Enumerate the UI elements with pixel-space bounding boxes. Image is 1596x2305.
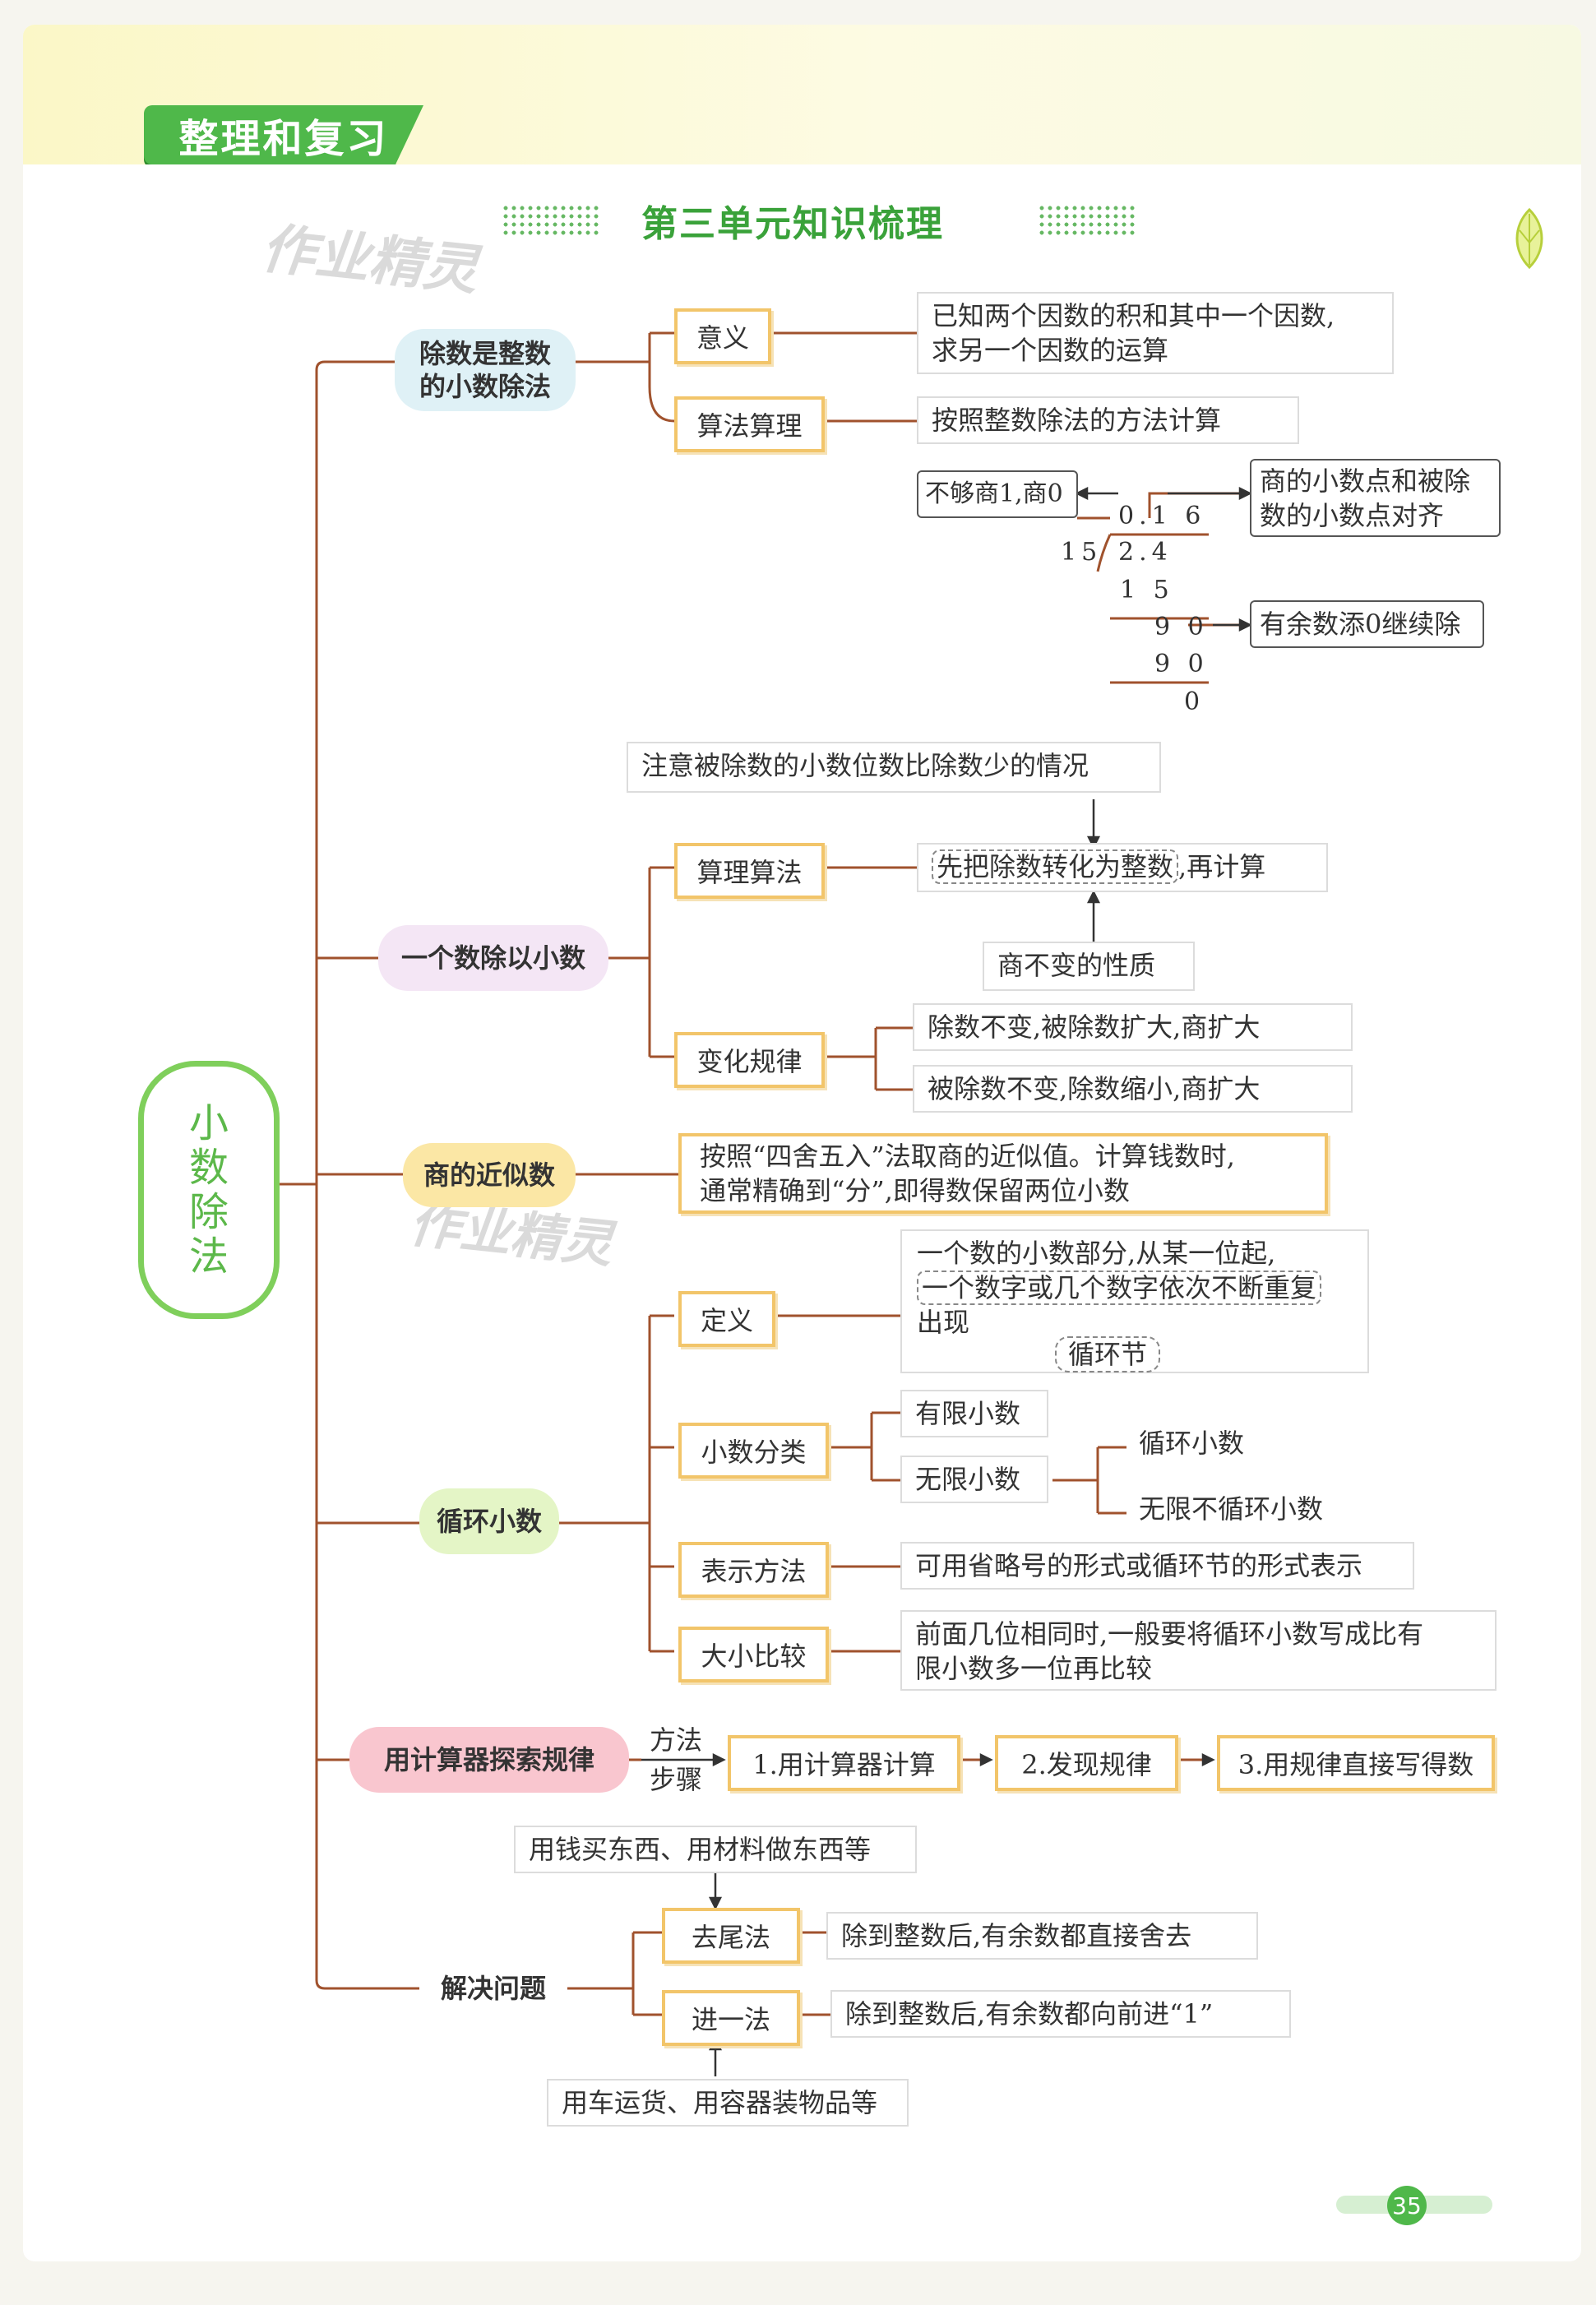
compare-text: 前面几位相同时,一般要将循环小数写成比有 限小数多一位再比较 [900, 1610, 1497, 1691]
node-rule: 变化规律 [674, 1032, 825, 1088]
notation-text: 可用省略号的形式或循环节的形式表示 [900, 1542, 1414, 1590]
division-quotient: 0.1 6 [1118, 500, 1205, 533]
compare-line: 限小数多一位再比较 [915, 1651, 1482, 1686]
node-ceil-method: 进一法 [662, 1990, 800, 2046]
cycle-section-label: 循环节 [1055, 1336, 1160, 1372]
approximate-text: 按照“四舍五入”法取商的近似值。计算钱数时, 通常精确到“分”,即得数保留两位小… [678, 1133, 1328, 1214]
note-decimal-align: 商的小数点和被除 数的小数点对齐 [1250, 459, 1501, 537]
property-note: 商不变的性质 [983, 942, 1195, 991]
method-steps-label: 方法 步骤 [650, 1720, 702, 1799]
node-compare: 大小比较 [678, 1627, 829, 1682]
note-quotient-zero: 不够商1,商0 [917, 470, 1078, 518]
definition-line: 一个数字或几个数字依次不断重复 [917, 1271, 1353, 1305]
page-number: 35 [1336, 2186, 1492, 2222]
rule-1: 除数不变,被除数扩大,商扩大 [913, 1003, 1353, 1051]
branch-label-line: 除数是整数 [419, 337, 551, 370]
division-dividend: 2.4 [1118, 536, 1173, 569]
root-char: 除 [189, 1190, 229, 1234]
approx-line: 通常精确到“分”,即得数保留两位小数 [700, 1173, 1130, 1208]
approx-line: 按照“四舍五入”法取商的近似值。计算钱数时, [700, 1139, 1235, 1173]
root-char: 法 [189, 1234, 229, 1279]
example-bottom: 用车运货、用容器装物品等 [547, 2079, 909, 2127]
root-char: 小 [189, 1101, 229, 1146]
node-method: 算法算理 [674, 396, 825, 452]
division-step: 9 0 [1154, 611, 1209, 644]
division-divisor: 15 [1061, 536, 1102, 569]
note-remainder: 有余数添0继续除 [1250, 600, 1484, 648]
method-steps-line: 方法 [650, 1720, 702, 1760]
ceil-text: 除到整数后,有余数都向前进“1” [830, 1990, 1291, 2038]
node-classification: 小数分类 [678, 1423, 829, 1479]
node-meaning: 意义 [674, 308, 771, 364]
floor-text: 除到整数后,有余数都直接舍去 [826, 1912, 1258, 1960]
branch-divide-by-decimal: 一个数除以小数 [378, 925, 608, 991]
rule-2: 被除数不变,除数缩小,商扩大 [913, 1065, 1353, 1113]
definition-line: 一个数的小数部分,从某一位起, [917, 1236, 1353, 1271]
step-1: 1.用计算器计算 [728, 1735, 960, 1791]
nonrepeating-decimal: 无限不循环小数 [1139, 1493, 1323, 1525]
branch-integer-divisor: 除数是整数 的小数除法 [395, 329, 576, 411]
node-definition: 定义 [678, 1291, 775, 1347]
branch-solve-problems: 解决问题 [419, 1957, 567, 2020]
note-line: 商的小数点和被除 [1260, 464, 1491, 498]
method-text-2: 先把除数转化为整数,再计算 [917, 843, 1328, 892]
example-top: 用钱买东西、用材料做东西等 [514, 1826, 917, 1873]
division-step: 1 5 [1120, 574, 1174, 607]
root-node: 小 数 除 法 [138, 1061, 280, 1319]
page-number-circle: 35 [1387, 2186, 1427, 2225]
note-line: 数的小数点对齐 [1260, 498, 1491, 533]
infinite-decimal: 无限小数 [900, 1456, 1048, 1503]
node-method-2: 算理算法 [674, 843, 825, 899]
method-text: 按照整数除法的方法计算 [917, 396, 1299, 444]
branch-calculator-patterns: 用计算器探索规律 [349, 1727, 629, 1793]
step-3: 3.用规律直接写得数 [1217, 1735, 1495, 1791]
root-char: 数 [189, 1146, 229, 1190]
attention-note: 注意被除数的小数位数比除数少的情况 [627, 742, 1161, 793]
node-notation: 表示方法 [678, 1542, 829, 1598]
division-step: 9 0 [1154, 648, 1209, 681]
branch-approximate-quotient: 商的近似数 [403, 1143, 576, 1207]
meaning-text: 已知两个因数的积和其中一个因数, 求另一个因数的运算 [917, 292, 1394, 374]
branch-repeating-decimal: 循环小数 [419, 1488, 559, 1554]
meaning-line: 已知两个因数的积和其中一个因数, [932, 299, 1379, 333]
step-2: 2.发现规律 [995, 1735, 1178, 1791]
node-floor-method: 去尾法 [662, 1908, 800, 1964]
division-remainder: 0 [1184, 686, 1200, 719]
repeating-decimal: 循环小数 [1139, 1427, 1244, 1460]
definition-highlight: 一个数字或几个数字依次不断重复 [917, 1271, 1321, 1305]
method-steps-line: 步骤 [650, 1760, 702, 1799]
method-highlight: 先把除数转化为整数 [932, 849, 1178, 884]
compare-line: 前面几位相同时,一般要将循环小数写成比有 [915, 1617, 1482, 1651]
branch-label-line: 的小数除法 [419, 370, 551, 403]
finite-decimal: 有限小数 [900, 1390, 1048, 1437]
meaning-line: 求另一个因数的运算 [932, 333, 1379, 368]
method-rest: ,再计算 [1178, 851, 1265, 882]
definition-line: 出现 [917, 1305, 1353, 1340]
